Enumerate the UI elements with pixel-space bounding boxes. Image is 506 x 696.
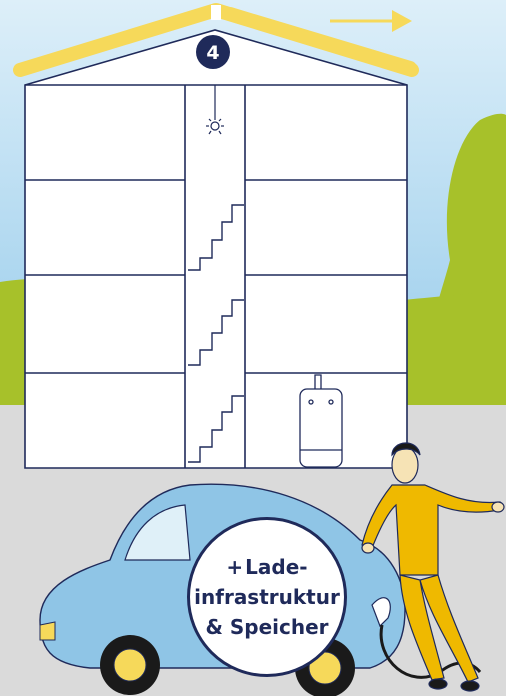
house-number: 4 [206,42,219,64]
arrow-right-icon [330,10,412,32]
house-number-badge: 4 [196,35,230,69]
label-line-2: infrastruktur [194,585,340,609]
house [24,29,408,469]
roof-right-line [223,7,417,75]
label-line-1: +Lade- [226,552,307,582]
label-text-1: Lade- [245,555,308,579]
plus-icon: + [226,555,244,579]
person [361,442,505,692]
home-battery-icon [299,374,343,468]
feature-label: +Lade- infrastruktur & Speicher [187,517,347,677]
wheel-front [100,635,160,695]
lamp-icon [206,85,224,135]
label-line-3: & Speicher [205,615,329,639]
stairs [188,204,244,463]
